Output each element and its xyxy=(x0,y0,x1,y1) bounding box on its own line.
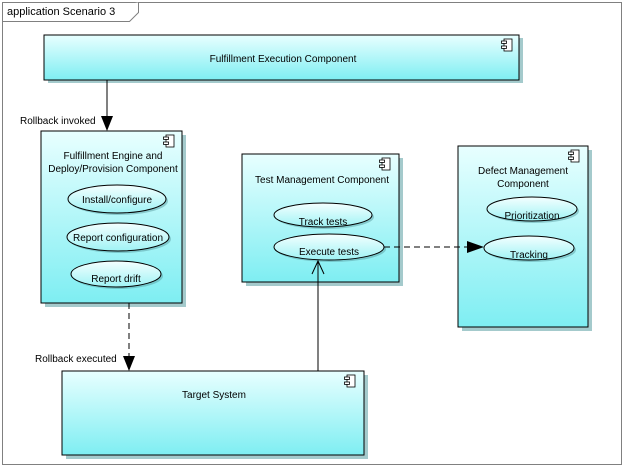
usecase-track-tests[interactable]: Track tests xyxy=(273,202,374,229)
target-system-label: Target System xyxy=(182,390,246,401)
connector-rollback-executed[interactable]: Rollback executed xyxy=(35,303,135,371)
target-system-component[interactable]: Target System xyxy=(61,370,368,459)
fulfillment-execution-label: Fulfillment Execution Component xyxy=(210,54,357,65)
connector-rollback-invoked[interactable]: Rollback invoked xyxy=(20,80,113,131)
usecase-execute-tests[interactable]: Execute tests xyxy=(273,233,386,262)
connector-execute-to-tracking[interactable] xyxy=(384,241,484,253)
connector-label-rollback-executed: Rollback executed xyxy=(35,354,117,365)
usecase-install-configure[interactable]: Install/configure xyxy=(67,184,168,215)
usecase-label: Report drift xyxy=(91,274,141,285)
usecase-label: Report configuration xyxy=(73,233,163,244)
usecase-label: Tracking xyxy=(510,250,548,261)
connector-target-to-execute[interactable] xyxy=(311,259,325,371)
fulfillment-engine-label-line2: Deploy/Provision Component xyxy=(48,164,178,175)
usecase-label: Install/configure xyxy=(82,195,152,206)
usecase-report-configuration[interactable]: Report configuration xyxy=(66,222,171,253)
fulfillment-engine-label-line1: Fulfillment Engine and xyxy=(64,151,163,162)
usecase-label: Prioritization xyxy=(504,211,559,222)
usecase-report-drift[interactable]: Report drift xyxy=(70,260,163,289)
frame-title: application Scenario 3 xyxy=(7,6,115,18)
fulfillment-execution-component[interactable]: Fulfillment Execution Component xyxy=(43,34,523,83)
defect-management-label-line1: Defect Management xyxy=(478,166,568,177)
connector-label-rollback-invoked: Rollback invoked xyxy=(20,116,96,127)
usecase-label: Track tests xyxy=(299,217,348,228)
usecase-tracking[interactable]: Tracking xyxy=(483,235,576,262)
usecase-label: Execute tests xyxy=(299,247,359,258)
test-management-label: Test Management Component xyxy=(255,175,389,186)
defect-management-label-line2: Component xyxy=(497,179,549,190)
usecase-prioritization[interactable]: Prioritization xyxy=(486,196,579,223)
